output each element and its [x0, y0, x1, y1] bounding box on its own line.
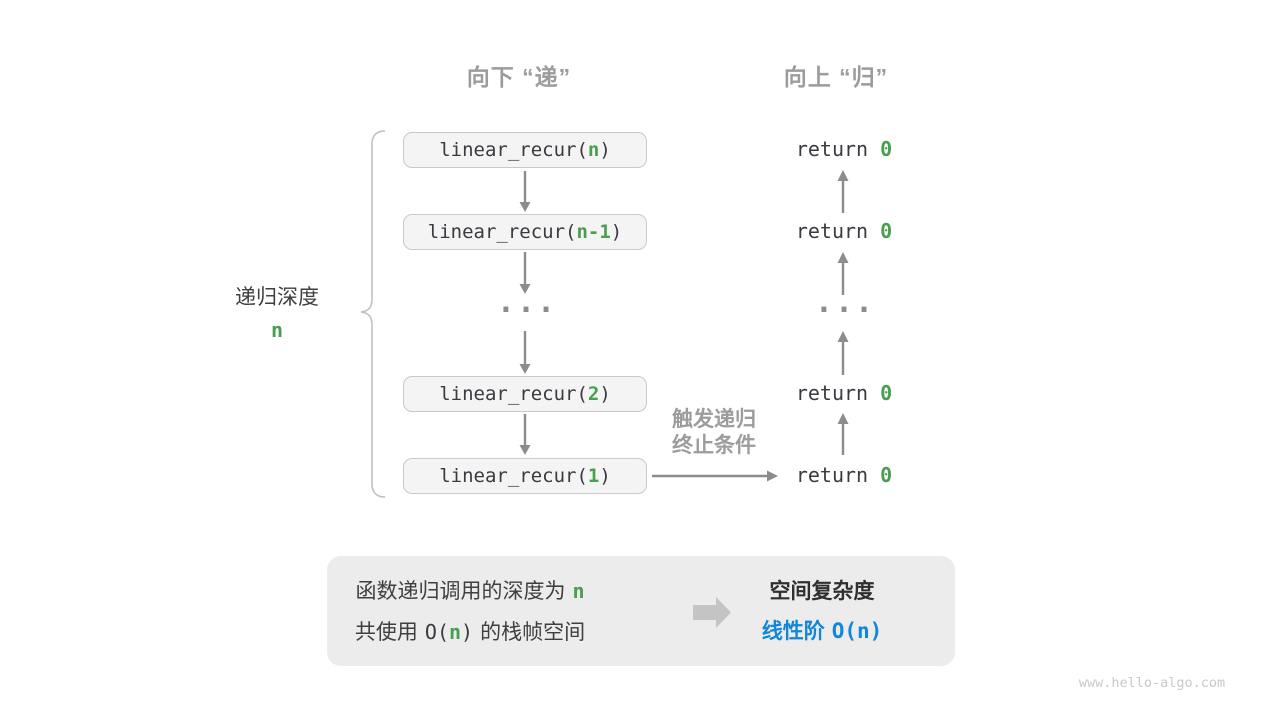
call-arg: n: [587, 139, 600, 161]
ellipsis-dots: ···: [496, 293, 558, 328]
return-statement: return 0: [744, 463, 944, 487]
call-box-n: linear_recur(n): [403, 132, 647, 168]
up-arrow-icon: [837, 413, 849, 455]
call-arg: 2: [587, 383, 600, 405]
recursion-depth-label: 递归深度: [235, 286, 319, 309]
summary-line1: 函数递归调用的深度为 n: [345, 575, 595, 605]
call-prefix: linear_recur(: [427, 221, 577, 243]
result-value: O(n): [831, 619, 883, 643]
call-suffix: ): [599, 139, 611, 161]
down-arrow-icon: [519, 331, 531, 374]
return-keyword: return: [795, 381, 881, 405]
big-o-value: n: [449, 620, 462, 644]
up-arrow-icon: [837, 170, 849, 213]
base-case-line1: 触发递归: [672, 408, 756, 431]
call-prefix: linear_recur(: [439, 383, 588, 405]
call-box-1: linear_recur(1): [403, 458, 647, 494]
big-o-close: ): [461, 620, 474, 644]
site-watermark: www.hello-algo.com: [1078, 675, 1226, 691]
return-statement: return 0: [744, 137, 944, 161]
return-value: 0: [880, 219, 893, 243]
right-arrow-icon: [652, 470, 778, 482]
ellipsis-dots: ···: [814, 293, 876, 328]
summary-line2: 共使用 O(n) 的栈帧空间: [345, 616, 595, 646]
summary-line1-text: 函数递归调用的深度为: [355, 580, 566, 603]
call-suffix: ): [599, 465, 611, 487]
call-suffix: ): [610, 221, 623, 243]
block-arrow-icon: [693, 597, 731, 628]
summary-line1-value: n: [572, 579, 585, 603]
return-value: 0: [880, 463, 893, 487]
call-box-2: linear_recur(2): [403, 376, 647, 412]
recursion-depth-value: n: [270, 318, 284, 342]
down-arrow-icon: [519, 414, 531, 455]
call-prefix: linear_recur(: [439, 139, 588, 161]
up-arrow-icon: [837, 331, 849, 375]
space-complexity-title: 空间复杂度: [769, 580, 875, 603]
summary-line2-suffix: 的栈帧空间: [480, 621, 586, 644]
header-descend: 向下 “递”: [466, 64, 572, 90]
return-statement: return 0: [744, 381, 944, 405]
header-ascend: 向上 “归”: [783, 64, 889, 90]
result-label: 线性阶: [761, 620, 825, 643]
return-keyword: return: [795, 219, 881, 243]
depth-brace-icon: [360, 130, 386, 498]
up-arrow-icon: [837, 252, 849, 295]
call-prefix: linear_recur(: [439, 465, 588, 487]
base-case-line2: 终止条件: [672, 434, 756, 457]
return-keyword: return: [795, 463, 881, 487]
call-suffix: ): [599, 383, 611, 405]
down-arrow-icon: [519, 252, 531, 294]
call-box-n-1: linear_recur(n-1): [403, 214, 647, 250]
space-complexity-result: 线性阶 O(n): [722, 615, 922, 645]
return-keyword: return: [795, 137, 881, 161]
summary-line2-text: 共使用: [354, 621, 418, 644]
return-statement: return 0: [744, 219, 944, 243]
call-arg: n-1: [576, 221, 611, 243]
down-arrow-icon: [519, 171, 531, 212]
return-value: 0: [880, 137, 893, 161]
call-arg: 1: [587, 465, 600, 487]
big-o-open: O(: [424, 620, 449, 644]
base-case-label: 触发递归 终止条件: [644, 407, 784, 459]
return-value: 0: [880, 381, 893, 405]
